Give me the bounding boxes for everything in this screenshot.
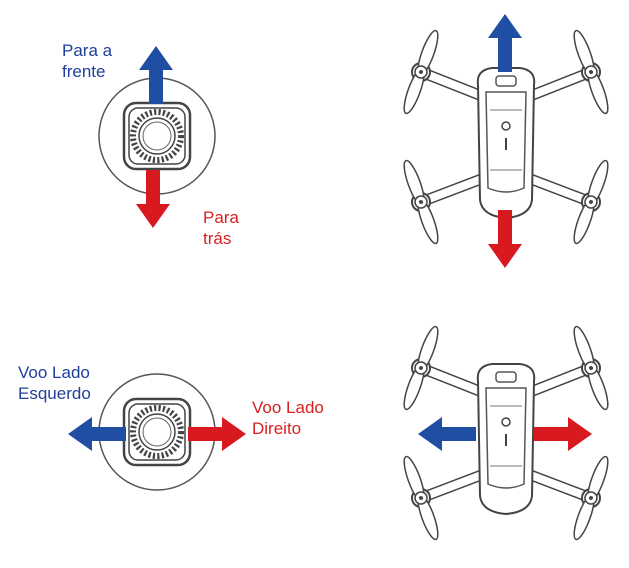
- backward-label: Para trás: [203, 207, 239, 249]
- backward-label-line1: Para: [203, 208, 239, 227]
- arrow-down-icon: [488, 210, 522, 268]
- forward-label-line1: Para a: [62, 41, 113, 60]
- forward-label-line2: frente: [62, 62, 106, 81]
- arrow-left-icon: [418, 417, 476, 451]
- arrow-up-icon: [488, 14, 522, 72]
- arrow-right-icon: [534, 417, 592, 451]
- right-flight-label-line2: Direito: [252, 419, 302, 438]
- forward-label: Para a frente: [62, 40, 112, 82]
- right-flight-label: Voo Lado Direito: [252, 397, 324, 439]
- right-flight-label-line1: Voo Lado: [252, 398, 324, 417]
- left-flight-label-line2: Esquerdo: [18, 384, 91, 403]
- backward-label-line2: trás: [203, 229, 232, 248]
- left-flight-label-line1: Voo Lado: [18, 363, 90, 382]
- left-flight-label: Voo Lado Esquerdo: [18, 362, 91, 404]
